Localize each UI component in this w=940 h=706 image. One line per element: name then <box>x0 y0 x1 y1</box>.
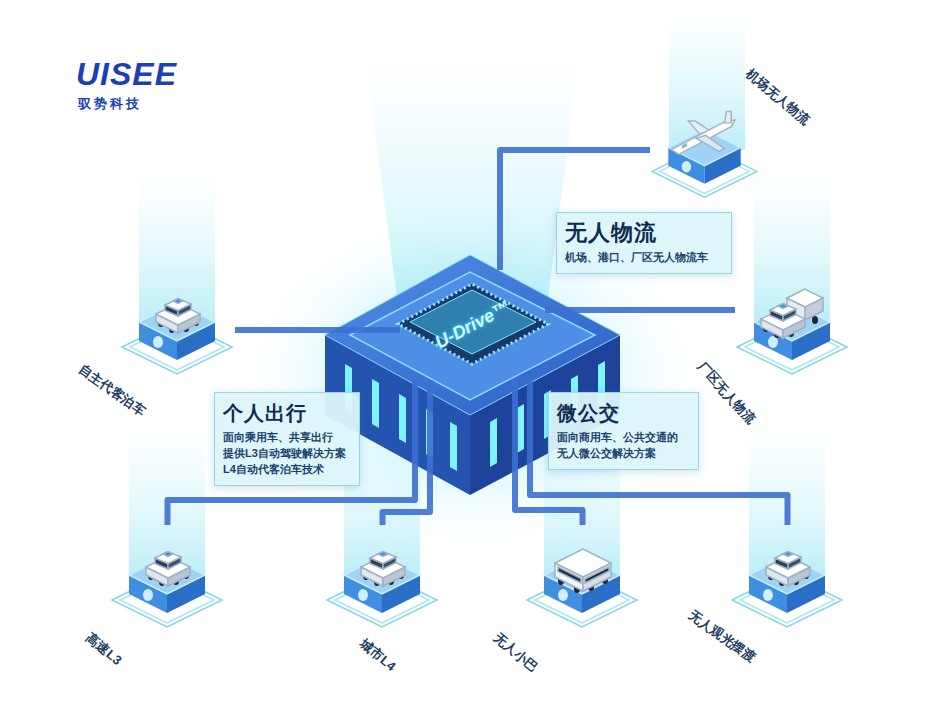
platform-label: 高速L3 <box>82 629 125 669</box>
connector <box>545 307 735 313</box>
panel-heading: 微公交 <box>557 400 690 426</box>
vehicle-part <box>787 289 823 307</box>
cube-light <box>558 589 568 601</box>
platform-node: 无人小巴 <box>525 525 640 630</box>
chip-top <box>410 290 536 354</box>
connector <box>530 380 788 525</box>
vehicle-part <box>585 567 609 583</box>
vehicle-part <box>775 552 801 564</box>
platform-block <box>325 525 440 630</box>
vehicle-part <box>783 552 793 557</box>
category-panel: 微公交面向商用车、公共交通的 无人微公交解决方案 <box>548 392 699 470</box>
block-slab <box>350 272 595 400</box>
logo-text: UISEE <box>76 56 177 92</box>
cube-light <box>682 161 692 172</box>
platform-block <box>110 525 225 630</box>
vehicle-part <box>725 111 732 122</box>
vehicle-part <box>770 304 796 316</box>
vehicle-part <box>163 552 173 557</box>
cube-light <box>358 589 368 601</box>
platform-node: 机场无人物流 <box>650 100 760 200</box>
connector <box>168 380 416 525</box>
base-outline <box>737 320 847 374</box>
vehicle-part <box>558 567 581 583</box>
cube-light <box>153 336 163 348</box>
platform-node: 厂区无人物流 <box>735 272 850 377</box>
platform-label: 自主代客泊车 <box>75 361 149 420</box>
light-beam <box>669 10 745 150</box>
logo-subtitle: 驭势科技 <box>78 96 142 112</box>
chip-body <box>398 284 548 364</box>
category-panel: 个人出行面向乘用车、共享出行 提供L3自动驾驶解决方案 L4自动代客泊车技术 <box>214 392 360 486</box>
vehicle-part <box>155 552 181 564</box>
panel-body: 机场、港口、厂区无人物流车 <box>565 249 723 265</box>
light-bar <box>399 394 406 443</box>
platform-label: 机场无人物流 <box>742 65 813 129</box>
platform-label: 无人观光摆渡 <box>685 607 759 666</box>
connector <box>383 380 431 525</box>
light-bar <box>490 418 497 467</box>
vehicle-part <box>671 120 735 154</box>
vehicle-part <box>173 299 183 304</box>
platform-block <box>735 272 850 377</box>
cube-light <box>763 589 773 601</box>
light-bar <box>450 422 457 471</box>
light-beam <box>139 172 215 322</box>
light-bar <box>372 379 379 428</box>
chip-node: U-Drive™ <box>400 270 545 380</box>
platform-label: 城市L4 <box>356 635 399 675</box>
platform-node: 城市L4 <box>325 525 440 630</box>
vehicle-part <box>683 144 687 148</box>
panel-heading: 无人物流 <box>565 220 723 246</box>
vehicle-part <box>370 552 396 564</box>
vehicle-part <box>778 304 788 309</box>
light-bar <box>517 404 524 453</box>
panel-body: 面向商用车、公共交通的 无人微公交解决方案 <box>557 429 690 461</box>
connector <box>235 327 400 333</box>
platform-label: 厂区无人物流 <box>693 358 759 428</box>
light-beam <box>754 172 830 322</box>
platform-node: 无人观光摆渡 <box>730 525 845 630</box>
cube-light <box>143 589 153 601</box>
panel-body: 面向乘用车、共享出行 提供L3自动驾驶解决方案 L4自动代客泊车技术 <box>223 429 351 477</box>
platform-node: 自主代客泊车 <box>120 272 235 377</box>
chip-label: U-Drive™ <box>431 296 513 353</box>
wheel <box>812 316 818 324</box>
platform-block <box>730 525 845 630</box>
platform-node: 高速L3 <box>110 525 225 630</box>
vehicle-part <box>696 135 725 151</box>
platform-label: 无人小巴 <box>490 629 541 676</box>
panel-heading: 个人出行 <box>223 400 351 426</box>
category-panel: 无人物流机场、港口、厂区无人物流车 <box>556 212 732 274</box>
platform-block <box>525 525 640 630</box>
platform-block <box>120 272 235 377</box>
vehicle-part <box>378 552 388 557</box>
vehicle-part <box>165 299 191 311</box>
platform-block <box>650 100 760 200</box>
